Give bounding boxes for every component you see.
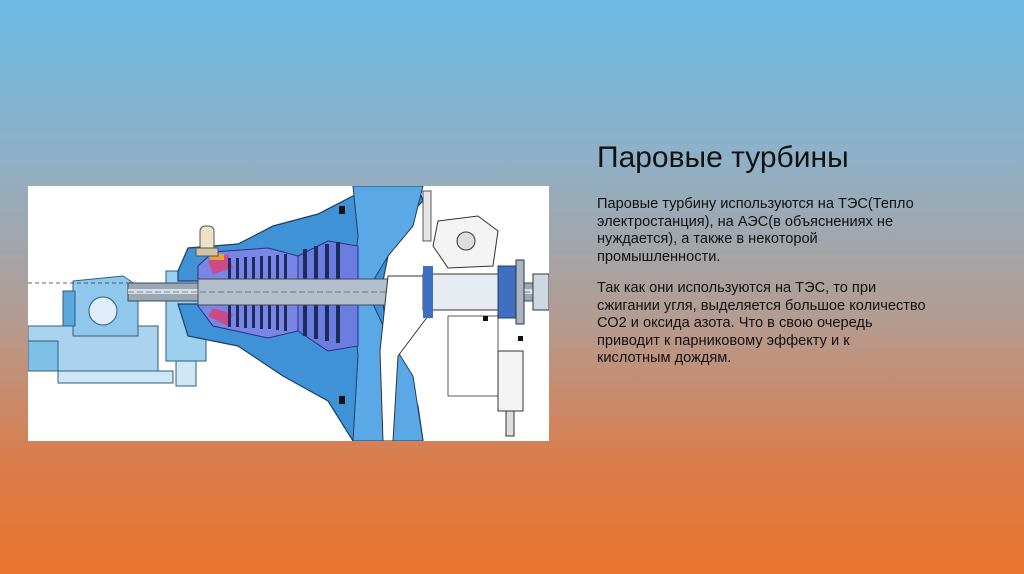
- paragraph-usage: Паровые турбину используются на ТЭС(Тепл…: [597, 196, 914, 265]
- slide-title: Паровые турбины: [597, 141, 849, 174]
- paragraph-emissions: Так как они используются на ТЭС, то при …: [597, 280, 926, 366]
- steam-turbine-illustration: [28, 186, 549, 441]
- turbine-cutaway-icon: [28, 186, 549, 441]
